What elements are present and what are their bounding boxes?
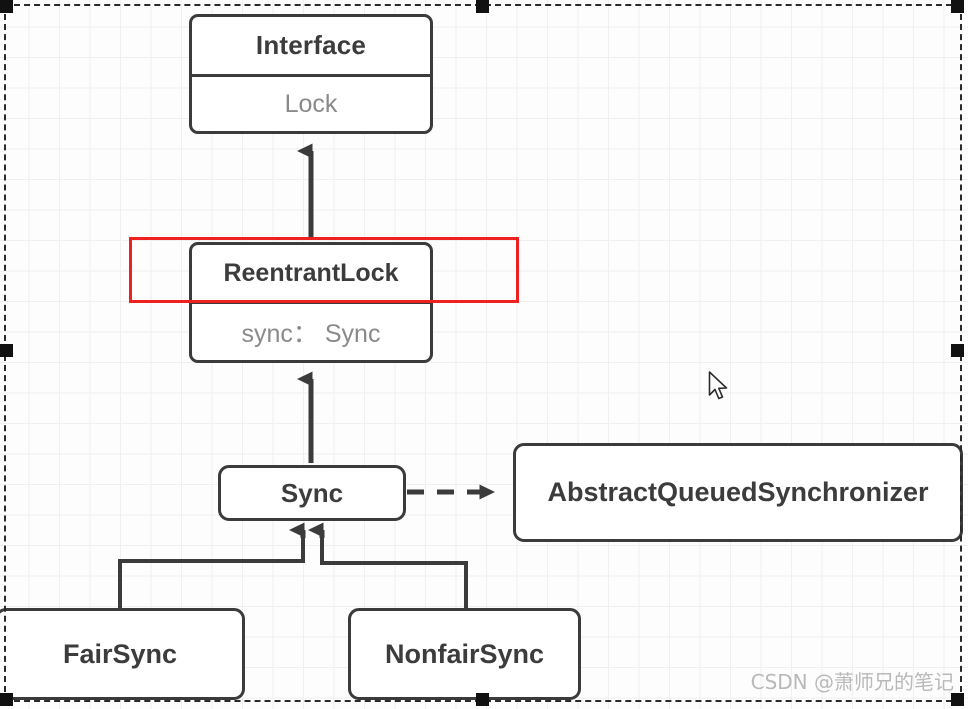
mouse-cursor-icon bbox=[708, 371, 728, 400]
selection-handle-top-center[interactable] bbox=[476, 0, 489, 13]
selection-handle-bottom-center[interactable] bbox=[476, 693, 489, 706]
selection-handle-middle-left[interactable] bbox=[0, 344, 13, 357]
class-box-nonfairsync-title: NonfairSync bbox=[384, 638, 545, 669]
class-box-interface-title: Interface bbox=[255, 30, 367, 61]
class-box-interface-attribute: Lock bbox=[192, 74, 430, 131]
selection-handle-top-left[interactable] bbox=[0, 0, 13, 13]
selection-handle-bottom-left[interactable] bbox=[0, 693, 13, 706]
selection-handle-bottom-right[interactable] bbox=[951, 693, 964, 706]
class-box-interface[interactable]: Interface Lock bbox=[189, 14, 433, 134]
selection-handle-middle-right[interactable] bbox=[951, 344, 964, 357]
class-box-sync[interactable]: Sync bbox=[218, 465, 406, 521]
class-box-nonfairsync[interactable]: NonfairSync bbox=[348, 608, 581, 700]
class-box-fairsync-title: FairSync bbox=[62, 638, 178, 669]
class-box-abstractqueuedsynchronizer-title: AbstractQueuedSynchronizer bbox=[547, 477, 929, 507]
class-box-abstractqueuedsynchronizer[interactable]: AbstractQueuedSynchronizer bbox=[513, 443, 963, 542]
class-box-fairsync[interactable]: FairSync bbox=[0, 608, 245, 700]
selection-marquee bbox=[4, 4, 962, 702]
class-box-sync-title: Sync bbox=[280, 477, 344, 508]
selection-handle-top-right[interactable] bbox=[951, 0, 964, 13]
csdn-watermark: CSDN @萧师兄的笔记 bbox=[750, 670, 954, 694]
class-box-reentrantlock-title: ReentrantLock bbox=[223, 258, 399, 287]
red-highlight-annotation bbox=[129, 237, 519, 303]
